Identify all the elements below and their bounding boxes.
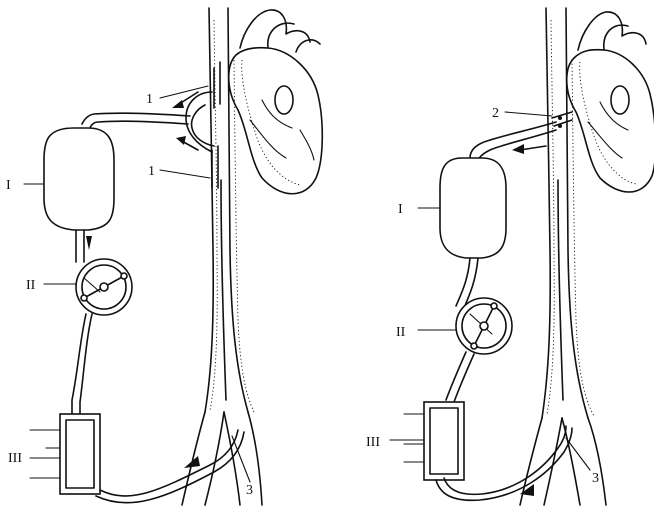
right-diagram: I II III 2 3 (366, 7, 654, 506)
right-flow-arrow-return (520, 484, 534, 496)
right-label-atrial-cannula: 2 (492, 106, 499, 121)
right-oxygenator (389, 401, 465, 481)
left-pump (43, 258, 133, 316)
left-cannula-junction (159, 61, 221, 189)
left-flow-arrow-return (184, 456, 200, 468)
left-label-3-leader (231, 435, 251, 483)
left-label-oxygenator: III (8, 451, 22, 466)
right-label-2-leader (504, 111, 553, 117)
right-label-pump: II (396, 325, 406, 340)
left-label-femoral-cannula: 3 (246, 483, 253, 498)
right-aorta-vessel (519, 7, 607, 506)
left-oxygenator (29, 413, 101, 495)
right-reservoir (417, 157, 507, 259)
left-flow-arrow-down (86, 236, 92, 250)
left-label-1-lower-leader (159, 169, 211, 179)
right-label-femoral-cannula: 3 (592, 471, 599, 486)
left-diagram: I II III 1 1 3 (6, 7, 324, 506)
right-label-3-leader (565, 437, 591, 471)
left-reservoir (23, 127, 115, 231)
right-atrial-cannula (504, 111, 573, 154)
right-heart (565, 11, 654, 193)
right-flow-arrow-drain (512, 144, 524, 154)
left-label-cannula-upper: 1 (146, 92, 153, 107)
right-label-reservoir: I (398, 202, 403, 217)
right-label-oxygenator: III (366, 435, 380, 450)
left-label-reservoir: I (6, 178, 11, 193)
left-heart (227, 9, 324, 195)
left-label-1-upper-leader (159, 85, 209, 99)
left-tube-drain (81, 112, 191, 125)
left-aorta-vessel (181, 7, 263, 506)
left-label-cannula-lower: 1 (148, 164, 155, 179)
left-label-pump: II (26, 278, 36, 293)
right-pump (417, 297, 513, 355)
